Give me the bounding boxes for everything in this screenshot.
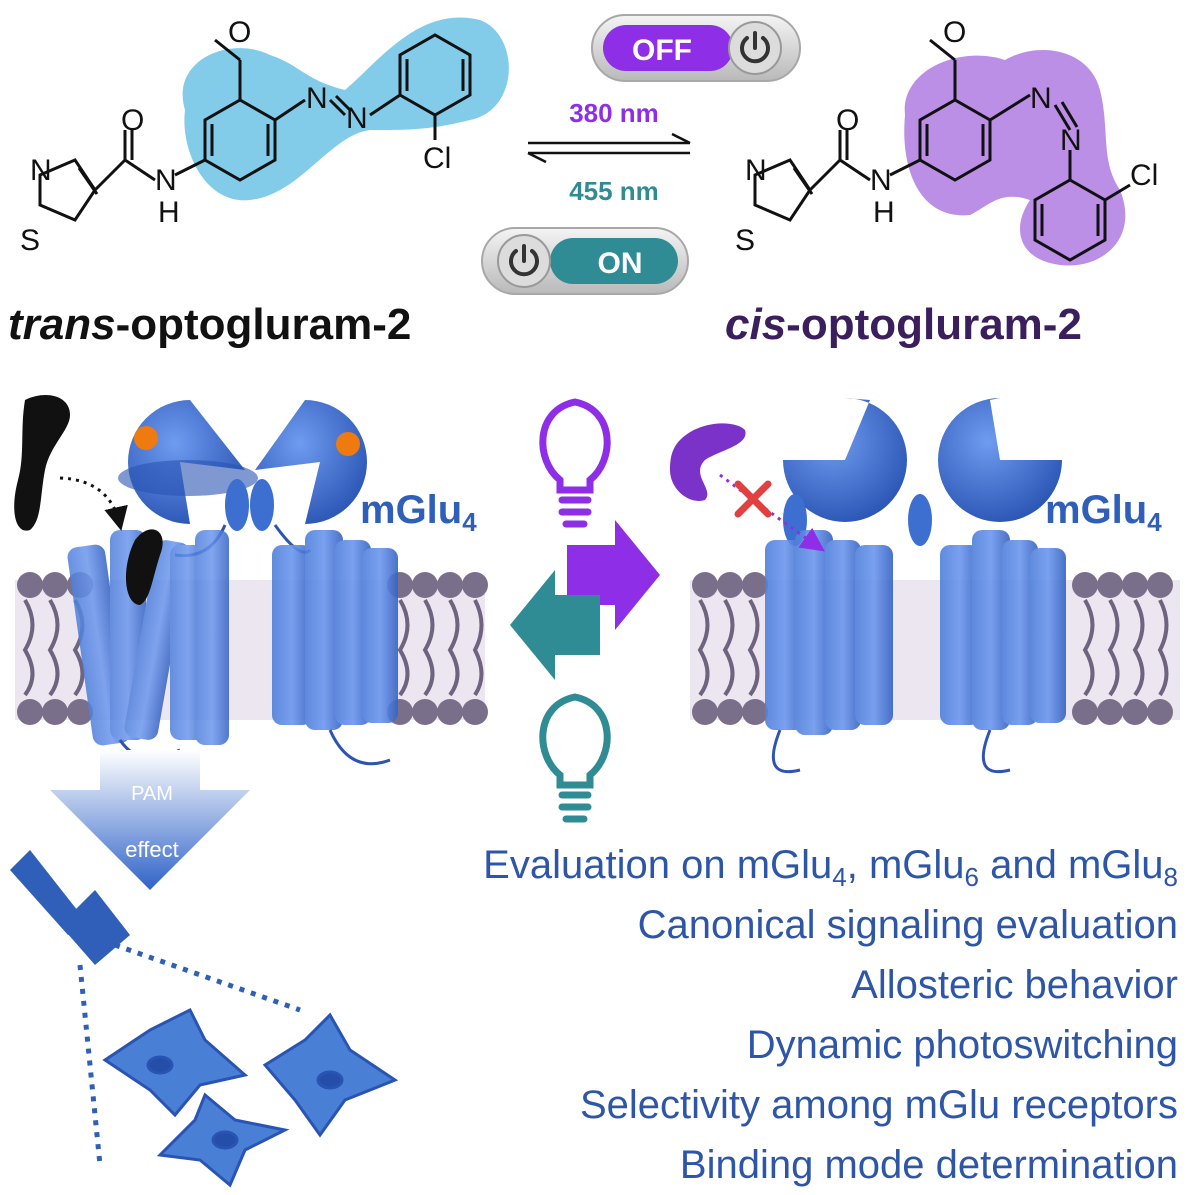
mglu4-left-sub: 4 bbox=[462, 507, 477, 537]
binding-arrow bbox=[59, 476, 128, 531]
bulb-violet bbox=[539, 398, 611, 528]
bulb-teal bbox=[539, 693, 611, 823]
cross-icon bbox=[734, 480, 772, 518]
trans-ligand-shape bbox=[14, 395, 70, 531]
cells bbox=[102, 1007, 399, 1188]
cis-atom-n-thiazole: N bbox=[745, 154, 767, 187]
trans-molecule bbox=[38, 17, 509, 222]
cis-atom-o-carbonyl: O bbox=[836, 104, 859, 137]
left-receptor: PAM effect bbox=[14, 395, 488, 890]
cis-molecule bbox=[753, 38, 1131, 266]
power-icon bbox=[740, 31, 770, 64]
cis-atom-n-amide: N bbox=[870, 164, 892, 197]
mglu4-label-right: mGlu4 bbox=[1045, 488, 1162, 538]
effect-label: effect bbox=[125, 837, 178, 862]
cis-atom-o-methoxy: O bbox=[943, 16, 966, 49]
flashlight-icon bbox=[10, 850, 301, 1166]
blocked-binding-arrow bbox=[719, 473, 825, 552]
bullet-sub-6: 6 bbox=[964, 862, 979, 892]
trans-atom-cl: Cl bbox=[423, 142, 451, 175]
cis-atom-n-azo-1: N bbox=[1030, 82, 1052, 115]
mglu4-label-left: mGlu4 bbox=[360, 488, 477, 538]
trans-atom-o-carbonyl: O bbox=[121, 104, 144, 137]
bullet-canonical: Canonical signaling evaluation bbox=[637, 903, 1178, 947]
bullet-evaluation-c: and mGlu bbox=[979, 843, 1164, 887]
bullet-evaluation: Evaluation on mGlu4, mGlu6 and mGlu8 bbox=[483, 843, 1178, 893]
venus-flytrap-left-2 bbox=[255, 400, 367, 524]
trans-phenyl-highlight bbox=[182, 17, 509, 201]
trans-atom-n-azo-1: N bbox=[306, 82, 328, 115]
membrane-right bbox=[690, 580, 1180, 720]
right-receptor bbox=[670, 398, 1180, 773]
tm-bundle-right-2 bbox=[940, 530, 1066, 730]
cis-suffix: -optogluram-2 bbox=[786, 300, 1082, 349]
cis-ligand-shape bbox=[670, 423, 746, 501]
bullet-allosteric: Allosteric behavior bbox=[851, 963, 1178, 1007]
trans-atom-s-thiazole: S bbox=[20, 224, 40, 257]
trans-atom-n-amide: N bbox=[155, 164, 177, 197]
trans-suffix: -optogluram-2 bbox=[115, 300, 412, 349]
off-switch: OFF bbox=[591, 14, 801, 82]
trans-title: trans-optogluram-2 bbox=[8, 300, 411, 350]
lipid-tails-right bbox=[697, 598, 1169, 697]
bullet-sub-8: 8 bbox=[1163, 862, 1178, 892]
cis-atom-s-thiazole: S bbox=[735, 224, 755, 257]
pam-label: PAM bbox=[131, 783, 173, 805]
glutamate-ligand bbox=[336, 432, 360, 456]
trans-thiazole-ring bbox=[38, 158, 97, 222]
cis-atom-cl: Cl bbox=[1130, 159, 1158, 192]
trans-atom-labels: O O N H N S N N Cl bbox=[20, 16, 451, 257]
cis-prefix: cis bbox=[725, 300, 787, 349]
cis-title: cis-optogluram-2 bbox=[725, 300, 1082, 350]
trans-atom-o-methoxy: O bbox=[228, 16, 251, 49]
bullet-evaluation-b: , mGlu bbox=[846, 843, 965, 887]
equilibrium-arrows bbox=[527, 132, 691, 164]
cis-atom-n-azo-2: N bbox=[1060, 124, 1082, 157]
off-switch-label: OFF bbox=[632, 34, 692, 67]
on-switch-label: ON bbox=[598, 247, 643, 280]
venus-flytrap-right-1 bbox=[783, 398, 907, 522]
trans-prefix: trans bbox=[8, 300, 116, 349]
lightbulb-icon bbox=[539, 398, 611, 494]
mglu4-right-text: mGlu bbox=[1045, 488, 1148, 532]
bullet-sub-4: 4 bbox=[832, 862, 847, 892]
bullet-binding-mode: Binding mode determination bbox=[679, 1143, 1178, 1187]
mglu4-right-sub: 4 bbox=[1147, 507, 1162, 537]
cis-atom-labels: O O N H N S N N Cl bbox=[735, 16, 1158, 257]
trans-atom-n-thiazole: N bbox=[30, 154, 52, 187]
tm-bundle-right-1 bbox=[765, 530, 893, 735]
left-arrow-teal bbox=[510, 570, 600, 680]
cis-thiazole-ring bbox=[753, 158, 812, 222]
wavelength-forward: 380 nm bbox=[569, 98, 659, 128]
bullet-photoswitching: Dynamic photoswitching bbox=[746, 1023, 1178, 1067]
lipid-heads-right bbox=[692, 572, 1173, 725]
venus-flytrap-right-2 bbox=[938, 398, 1062, 522]
trans-atom-h-amide: H bbox=[158, 196, 180, 229]
cis-atom-h-amide: H bbox=[873, 196, 895, 229]
wavelength-back: 455 nm bbox=[569, 176, 659, 206]
power-icon bbox=[509, 244, 539, 277]
pam-effect-arrow bbox=[50, 750, 250, 890]
on-switch: ON bbox=[481, 227, 689, 295]
lightbulb-icon bbox=[539, 693, 611, 789]
glutamate-ligand bbox=[134, 426, 158, 450]
trans-atom-n-azo-2: N bbox=[346, 102, 368, 135]
tm-bundle-left-2 bbox=[272, 530, 398, 730]
cell bbox=[102, 1007, 249, 1118]
bullet-evaluation-a: Evaluation on mGlu bbox=[483, 843, 833, 887]
bound-trans-ligand bbox=[125, 529, 163, 605]
mglu4-left-text: mGlu bbox=[360, 488, 463, 532]
bullet-selectivity: Selectivity among mGlu receptors bbox=[579, 1083, 1178, 1127]
cis-phenyl-highlight bbox=[904, 50, 1126, 266]
